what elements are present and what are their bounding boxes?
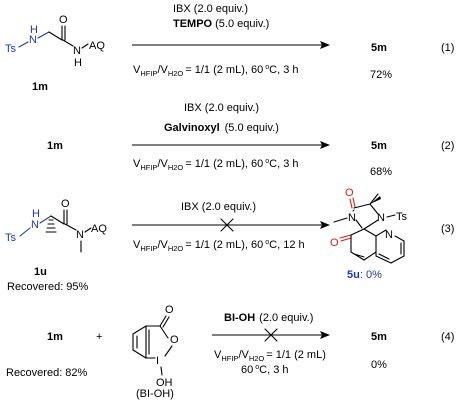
reactant-label-1m: 1m: [32, 81, 48, 93]
reactant-1u-structure: Ts N H O N AQ: [5, 198, 107, 253]
cross-mark-4: [264, 328, 278, 342]
reagent-ibx-3: IBX (2.0 equiv.): [181, 201, 256, 213]
bi-oh-label: (BI-OH): [136, 388, 174, 400]
reaction-2: 1m IBX (2.0 equiv.) Galvinoxyl(5.0 equiv…: [47, 102, 454, 178]
reaction-3: Ts N H O N AQ 1u Recovered: 95% IBX (2.: [5, 187, 454, 293]
atom-ts-product: Ts: [396, 211, 408, 223]
atom-n-amide-3: N: [76, 229, 84, 241]
reagent-tempo: TEMPO(5.0 equiv.): [173, 18, 269, 30]
atom-h-amide: H: [74, 57, 82, 69]
product-5m-4: 5m: [371, 331, 387, 343]
reactant-label-1m-2: 1m: [47, 140, 63, 152]
conditions-solvent-4: VHFIP/VH2O= 1/1 (2 mL): [214, 349, 326, 363]
methyl-hash-bond: [45, 219, 57, 233]
reagent-ibx-2: IBX (2.0 equiv.): [184, 102, 259, 114]
reagent-galvinoxyl: Galvinoxyl(5.0 equiv.): [164, 122, 279, 134]
product-5m: 5m: [371, 42, 387, 54]
equation-number-3: (3): [441, 223, 454, 235]
bi-oh-structure: O O I OH: [132, 304, 179, 389]
atom-ts-3: Ts: [5, 232, 17, 244]
atom-o-top: O: [345, 187, 354, 199]
atom-h: H: [30, 24, 38, 36]
arrowhead-3: [320, 221, 330, 229]
yield-2: 68%: [370, 166, 392, 178]
atom-aq: AQ: [89, 40, 105, 52]
yield-4: 0%: [371, 359, 387, 371]
atom-oh: OH: [156, 377, 173, 389]
reactant-1m-structure: Ts N H O N H AQ: [5, 14, 105, 69]
reagent-bi-oh: BI-OH(2.0 equiv.): [224, 312, 313, 324]
equation-number-2: (2): [441, 140, 454, 152]
product-label-5u: 5u: 0%: [347, 269, 382, 281]
cross-mark-3: [220, 218, 234, 232]
plus-sign: +: [96, 331, 102, 343]
equation-number-4: (4): [441, 331, 454, 343]
product-5u-structure: O N N Ts O: [330, 187, 408, 264]
arrowhead-4: [320, 331, 330, 339]
recovered-95: Recovered: 95%: [7, 281, 89, 293]
equation-number-1: (1): [441, 42, 454, 54]
atom-ts: Ts: [5, 43, 17, 55]
recovered-82: Recovered: 82%: [6, 367, 88, 379]
reactant-label-1u: 1u: [34, 266, 47, 278]
yield-1: 72%: [370, 69, 392, 81]
atom-o: O: [59, 14, 68, 26]
atom-aq-3: AQ: [91, 223, 107, 235]
atom-o-ring: O: [170, 334, 179, 346]
atom-o-ketone: O: [330, 237, 339, 249]
reagent-ibx: IBX (2.0 equiv.): [173, 3, 248, 15]
atom-n-amide: N: [73, 45, 81, 57]
atom-n3: N: [385, 229, 393, 241]
atom-o-3: O: [61, 198, 70, 210]
atom-o-carbonyl: O: [165, 304, 174, 316]
reaction-1: Ts N H O N H AQ 1m IBX (2.0 equiv.) TEMP…: [5, 3, 454, 93]
atom-i: I: [156, 355, 159, 367]
reactant-label-1m-4: 1m: [47, 331, 63, 343]
atom-n2: N: [377, 212, 385, 224]
arrowhead-2: [320, 141, 330, 149]
product-5m-2: 5m: [371, 140, 387, 152]
atom-h-3: H: [32, 208, 40, 220]
atom-n: N: [29, 34, 37, 46]
atom-n-3: N: [31, 219, 39, 231]
reaction-4: 1m + Recovered: 82% O O I OH (BI-OH) B: [6, 304, 454, 400]
atom-n1: N: [348, 212, 356, 224]
arrowhead-1: [320, 41, 330, 49]
